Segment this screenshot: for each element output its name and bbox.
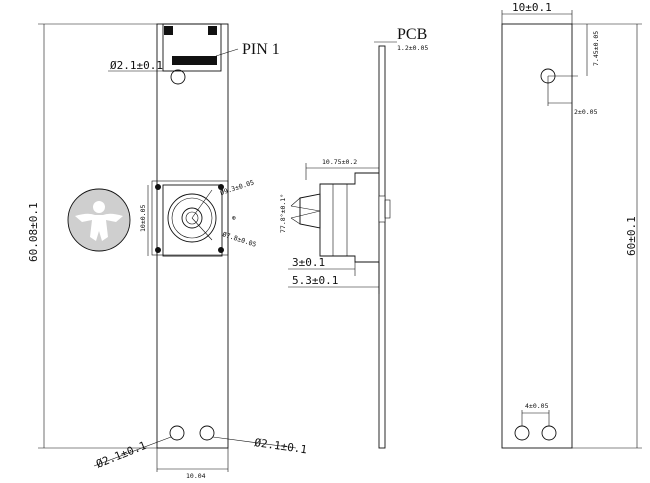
back-view: 10±0.1 7.45±0.05 2±0.05 60±0.1 4±0.05 [501, 1, 642, 449]
connector [162, 23, 222, 72]
pcb-thickness-label: 1.2±0.05 [397, 44, 428, 52]
top-hole [170, 69, 186, 85]
front-width-label: 10.04 [186, 472, 206, 480]
dim-3-label: 3±0.1 [292, 256, 325, 269]
back-hole-x-label: 2±0.05 [574, 108, 598, 116]
side-pcb [378, 45, 386, 449]
lens-side-profile [290, 172, 391, 263]
pcb-label: PCB [397, 26, 427, 43]
back-bottom-hole-right [541, 425, 557, 441]
front-height-label: 60.08±0.1 [27, 202, 40, 262]
bottom-hole-right [199, 425, 215, 441]
back-board-outline [501, 23, 573, 449]
bottom-hole-left-label: Ø2.1±0.1 [94, 439, 148, 471]
bottom-hole-right-label: Ø2.1±0.1 [254, 436, 308, 456]
front-view: PIN 1 Ø2.1±0.1 60.08±0.1 [27, 23, 308, 480]
back-width-label: 10±0.1 [512, 1, 552, 14]
dim-b-label: Ø7.8±0.05 [221, 230, 257, 249]
front-board-outline [156, 23, 229, 449]
back-hole-y-label: 7.45±0.05 [592, 31, 600, 66]
back-pitch-label: 4±0.05 [525, 402, 549, 410]
top-hole-label: Ø2.1±0.1 [110, 59, 163, 72]
bottom-hole-left [169, 425, 185, 441]
dim-5-3-label: 5.3±0.1 [292, 274, 338, 287]
connector-pins [164, 26, 217, 65]
lens-module: ⊕ [151, 180, 236, 257]
side-view: PCB 1.2±0.05 10.75±0.2 77.8°±0.1° 3±0.1 … [279, 26, 428, 449]
pin-label: PIN 1 [242, 41, 280, 58]
logo-mark [67, 188, 131, 252]
lens-size-label: 10±0.05 [139, 205, 147, 232]
fov-label: 77.8°±0.1° [279, 194, 287, 233]
back-height-label: 60±0.1 [625, 216, 638, 256]
svg-text:⊕: ⊕ [232, 214, 236, 222]
lens-length-label: 10.75±0.2 [322, 158, 357, 166]
back-bottom-hole-left [514, 425, 530, 441]
